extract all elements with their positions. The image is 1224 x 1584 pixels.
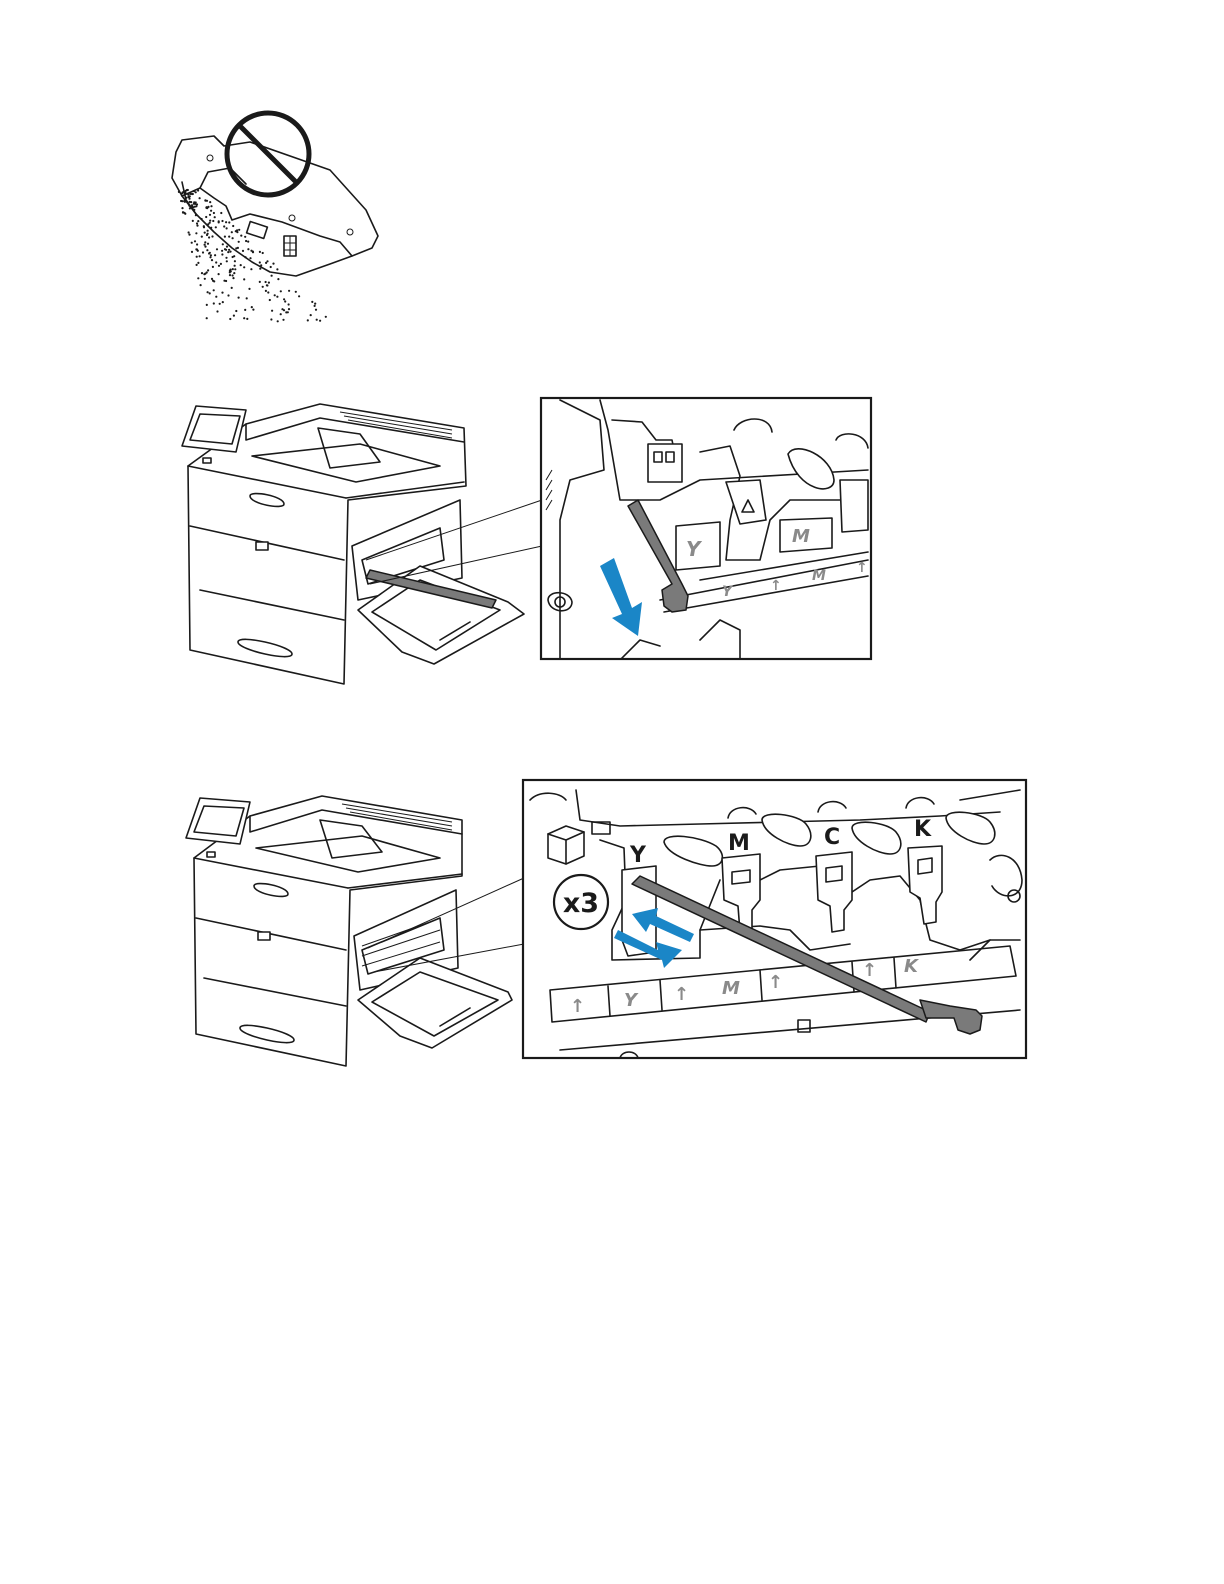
belt-slot-y: Y [624,990,639,1011]
repeat-count-label: x3 [563,888,599,919]
repeat-badge: x3 [554,875,608,929]
printer-illustration-2 [186,796,524,1066]
station-label-m: M [728,831,750,856]
belt-slot-m: M [722,978,740,999]
svg-text:↑: ↑ [768,972,783,993]
station-label-k: K [914,817,932,842]
station-label-c: C [824,825,840,850]
station-label-y: Y [629,843,647,868]
svg-text:↑: ↑ [674,984,689,1005]
inset-clean-printhead: ↑ Y ↑ M ↑ ↑ K Y M C K x3 [523,780,1026,1058]
belt-slot-k: K [904,956,920,977]
svg-text:↑: ↑ [570,996,585,1017]
svg-text:↑: ↑ [862,960,877,981]
